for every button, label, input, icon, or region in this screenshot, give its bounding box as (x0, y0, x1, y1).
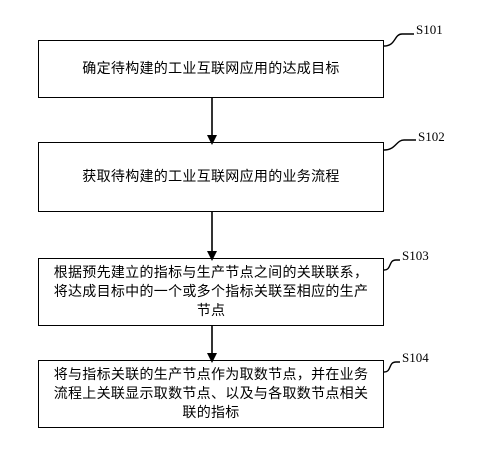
step-box-s103: 根据预先建立的指标与生产节点之间的关联联系，将达成目标中的一个或多个指标关联至相… (38, 258, 384, 326)
step-text-s102: 获取待构建的工业互联网应用的业务流程 (82, 168, 340, 185)
step-label-s101: S101 (416, 22, 443, 37)
step-text-s101: 确定待构建的工业互联网应用的达成目标 (82, 60, 340, 77)
label-leader-s103 (383, 259, 400, 271)
step-box-s101: 确定待构建的工业互联网应用的达成目标 (38, 40, 384, 98)
step-text-s104: 将与指标关联的生产节点作为取数节点，并在业务流程上关联显示取数节点、以及与各取数… (53, 366, 369, 421)
step-label-s104: S104 (402, 350, 429, 365)
label-leader-s102 (383, 139, 416, 151)
step-label-s102: S102 (418, 129, 445, 144)
step-text-s103: 根据预先建立的指标与生产节点之间的关联联系，将达成目标中的一个或多个指标关联至相… (53, 264, 369, 319)
step-box-s102: 获取待构建的工业互联网应用的业务流程 (38, 142, 384, 212)
label-leader-s101 (383, 33, 414, 47)
step-label-s103: S103 (402, 248, 429, 263)
label-leader-s104 (383, 361, 400, 373)
